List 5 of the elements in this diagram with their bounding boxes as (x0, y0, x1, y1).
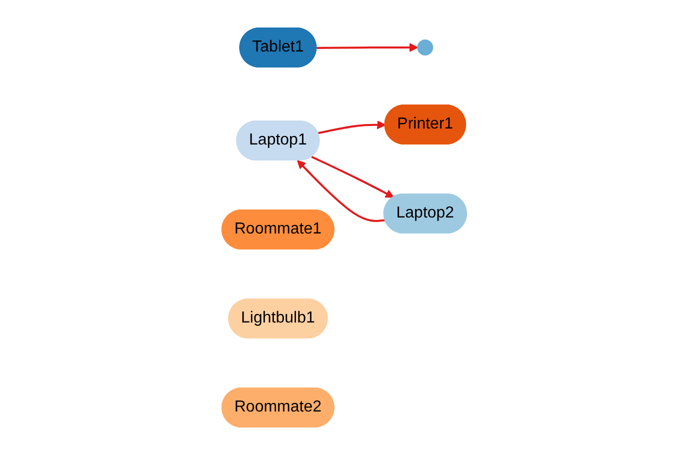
arrow (316, 43, 418, 52)
arrow (296, 160, 386, 222)
node-circle (416, 40, 433, 56)
arrow (311, 156, 394, 198)
arrow (318, 120, 386, 134)
